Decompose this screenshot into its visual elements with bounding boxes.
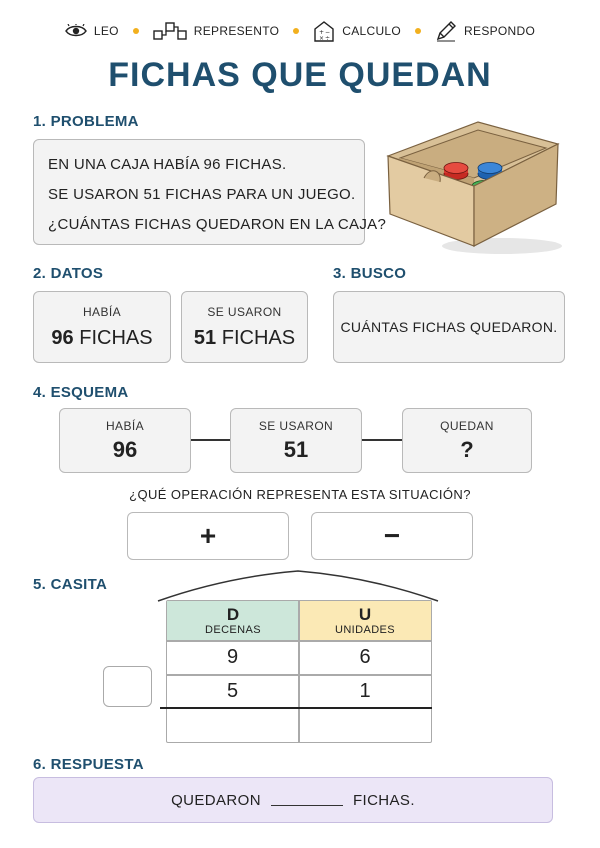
section-title-casita: 5. CASITA [33, 576, 108, 593]
answer-blank[interactable] [270, 794, 343, 806]
busco-box: CUÁNTAS FICHAS QUEDARON. [333, 291, 565, 363]
casita-roof [156, 569, 440, 609]
problem-line: SE USARON 51 FICHAS PARA UN JUEGO. [48, 186, 356, 203]
section-title-datos: 2. DATOS [33, 265, 104, 282]
step-represento: REPRESENTO [153, 21, 279, 41]
dato-number: 51 [193, 326, 217, 349]
answer-box: QUEDARON FICHAS. [33, 777, 553, 823]
cell-unidades-result[interactable] [299, 709, 431, 742]
section-title-esquema: 4. ESQUEMA [33, 384, 129, 401]
step-label: CALCULO [342, 24, 402, 38]
scheme-habia-box: HABÍA 96 [59, 408, 191, 473]
header-unidades: U UNIDADES [299, 601, 431, 640]
dato-label: SE USARON [207, 304, 282, 319]
section-title-problema: 1. PROBLEMA [33, 113, 139, 130]
minus-sign: − [383, 520, 401, 551]
scheme-value: 51 [283, 436, 309, 462]
scheme-label: SE USARON [258, 418, 334, 433]
plus-sign: + [199, 520, 217, 551]
cell-unidades-row1: 6 [359, 646, 371, 668]
problem-text: EN UNA CAJA HABÍA 96 FICHAS. SE USARON 5… [48, 150, 386, 240]
casita-table [166, 600, 432, 743]
problem-line: ¿CUÁNTAS FICHAS QUEDARON EN LA CAJA? [48, 216, 387, 233]
step-calculo: +−×÷ CALCULO [313, 20, 401, 42]
problem-box [33, 139, 365, 245]
operation-option-minus[interactable]: − [311, 512, 473, 560]
dato-unit: FICHAS [79, 326, 153, 349]
svg-text:+: + [319, 29, 324, 36]
header-word: DECENAS [205, 623, 261, 636]
scheme-label: HABÍA [105, 418, 144, 433]
answer-before: QUEDARON [171, 791, 261, 809]
dato-habia-box: HABÍA 96 FICHAS [33, 291, 171, 363]
scheme-connector [191, 439, 230, 441]
step-leo: LEO [64, 24, 119, 38]
box-with-chips-illustration [382, 118, 562, 256]
steps-bar: LEO REPRESENTO +−×÷ CALCULO RESPONDO [0, 18, 600, 44]
column-divider [298, 601, 300, 742]
scheme-quedan-box: QUEDAN ? [402, 408, 532, 473]
separator-dot [415, 28, 422, 34]
result-line [160, 707, 432, 709]
header-letter: D [226, 604, 240, 624]
header-word: UNIDADES [334, 623, 396, 636]
svg-text:−: − [325, 29, 330, 36]
diagram-icon [153, 21, 187, 41]
answer-after: FICHAS. [352, 791, 415, 809]
header-decenas: D DECENAS [167, 601, 299, 640]
step-label: REPRESENTO [193, 24, 280, 38]
scheme-value: 96 [112, 436, 138, 462]
operator-sign-box[interactable] [103, 666, 152, 707]
header-letter: U [358, 604, 372, 624]
svg-text:×: × [319, 35, 324, 42]
section-title-busco: 3. BUSCO [333, 265, 407, 282]
pencil-icon [435, 20, 457, 42]
page-title: FICHAS QUE QUEDAN [108, 56, 492, 94]
scheme-connector [362, 439, 402, 441]
separator-dot [293, 28, 300, 34]
scheme-label: QUEDAN [440, 418, 494, 433]
eye-icon [64, 24, 87, 38]
cell-decenas-result[interactable] [167, 709, 298, 742]
calculator-house-icon: +−×÷ [313, 20, 335, 42]
separator-dot [132, 28, 139, 34]
step-label: RESPONDO [464, 24, 536, 38]
problem-line: EN UNA CAJA HABÍA 96 FICHAS. [48, 156, 287, 173]
dato-usaron-box: SE USARON 51 FICHAS [181, 291, 308, 363]
step-label: LEO [93, 24, 119, 38]
cell-unidades-row2: 1 [359, 679, 371, 702]
scheme-usaron-box: SE USARON 51 [230, 408, 362, 473]
step-respondo: RESPONDO [435, 20, 535, 42]
row-divider [167, 640, 431, 642]
cell-decenas-row2: 5 [226, 679, 239, 702]
cell-decenas-row1: 9 [226, 646, 239, 668]
section-title-respuesta: 6. RESPUESTA [33, 756, 144, 773]
dato-label: HABÍA [82, 304, 121, 319]
busco-text: CUÁNTAS FICHAS QUEDARON. [340, 319, 558, 335]
operation-option-plus[interactable]: + [127, 512, 289, 560]
row-divider [167, 674, 431, 676]
operation-question: ¿QUÉ OPERACIÓN REPRESENTA ESTA SITUACIÓN… [129, 487, 471, 502]
dato-unit: FICHAS [221, 326, 296, 349]
scheme-value: ? [460, 436, 474, 462]
svg-text:÷: ÷ [325, 35, 330, 42]
dato-number: 96 [51, 326, 74, 349]
